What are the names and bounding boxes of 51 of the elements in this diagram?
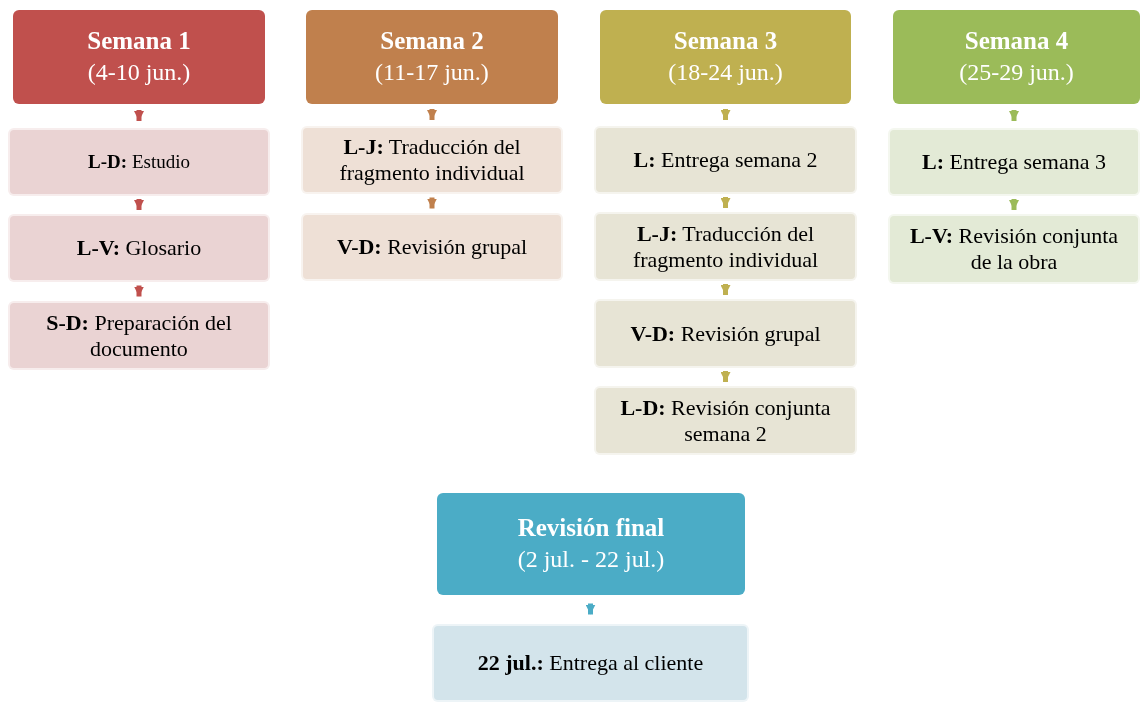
task-box	[594, 212, 857, 281]
task-text: L-J: Traducción del fragmento individual	[338, 134, 526, 186]
date-range: (18-24 jun.)	[668, 58, 783, 87]
arrow	[720, 371, 731, 382]
task-box	[301, 213, 563, 281]
header-title: Semana 3	[673, 26, 778, 56]
header-title: Revisión final	[517, 513, 665, 543]
task-box	[594, 126, 857, 194]
arrow	[427, 109, 437, 120]
task-text: L-V: Revisión conjunta de la obra	[908, 223, 1120, 275]
date-range: (2 jul. - 22 jul.)	[517, 545, 665, 574]
week-header-box	[600, 10, 851, 104]
task-text: L-V: Glosario	[76, 235, 202, 261]
arrow	[134, 110, 144, 121]
task-box	[594, 299, 857, 368]
week-header-box	[437, 493, 745, 595]
task-box	[888, 214, 1140, 284]
date-range: (11-17 jun.)	[375, 58, 489, 87]
task-text: S-D: Preparación del documento	[45, 309, 233, 362]
task-text: V-D: Revisión grupal	[630, 320, 821, 347]
task-text: 22 jul.: Entrega al cliente	[477, 650, 704, 676]
date-range: (4-10 jun.)	[87, 58, 191, 87]
arrow	[1009, 199, 1019, 210]
arrow	[720, 284, 731, 295]
header-title: Semana 2	[380, 26, 484, 56]
week-header-box	[13, 10, 265, 104]
task-box	[8, 214, 270, 282]
arrow	[720, 197, 731, 208]
task-text: V-D: Revisión grupal	[336, 234, 528, 260]
header-title: Semana 4	[964, 26, 1069, 56]
task-text: L: Entrega semana 3	[922, 149, 1106, 175]
arrow	[1009, 110, 1019, 121]
task-box	[8, 301, 270, 370]
week-header-box	[306, 10, 558, 104]
arrow	[134, 199, 144, 210]
task-box	[432, 624, 749, 702]
task-box	[301, 126, 563, 194]
task-box	[8, 128, 270, 196]
arrow	[585, 603, 596, 615]
arrow	[720, 109, 731, 120]
task-text: L: Entrega semana 2	[633, 147, 818, 173]
task-text: L-D: Revisión conjunta semana 2	[619, 394, 832, 447]
header-title: Semana 1	[87, 26, 191, 56]
arrow	[427, 197, 437, 209]
week-header-box	[893, 10, 1140, 104]
task-text: L-J: Traducción del fragmento individual	[631, 220, 820, 273]
task-box	[888, 128, 1140, 196]
date-range: (25-29 jun.)	[959, 58, 1074, 87]
task-box	[594, 386, 857, 455]
arrow	[134, 285, 144, 297]
task-text: L-D: Estudio	[88, 150, 190, 174]
